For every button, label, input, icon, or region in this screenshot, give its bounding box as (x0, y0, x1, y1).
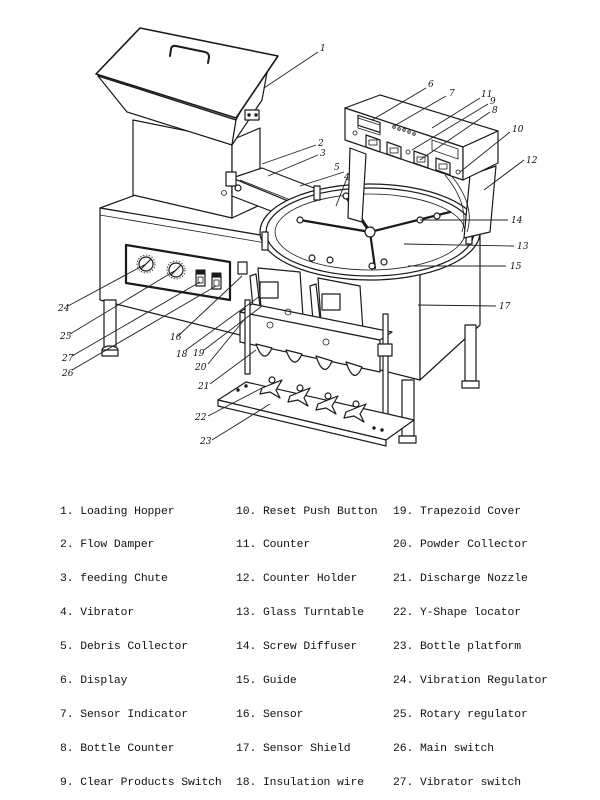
counter-holder (347, 147, 497, 239)
callout-23: 23 (199, 437, 212, 447)
callout-18: 18 (176, 350, 188, 360)
callout-24: 24 (57, 304, 70, 314)
legend-item: 13. Glass Turntable (236, 607, 364, 620)
legend-item: 1. Loading Hopper (60, 505, 175, 518)
legend-item: 24. Vibration Regulator (393, 675, 548, 688)
leader-lines (67, 51, 525, 441)
callout-6: 6 (428, 80, 434, 90)
callout-16: 16 (170, 333, 182, 343)
y-shape-locators (259, 376, 367, 423)
callout-9: 9 (490, 97, 496, 107)
legend-column-1: 1. Loading Hopper 2. Flow Damper 3. feed… (60, 484, 222, 800)
callout-17: 17 (499, 302, 511, 312)
callout-labels: 1 2 3 4 5 6 7 8 9 10 11 12 13 14 15 16 1… (57, 44, 538, 447)
legend-item: 17. Sensor Shield (236, 742, 351, 755)
legend-item: 8. Bottle Counter (60, 742, 175, 755)
legend-item: 15. Guide (236, 675, 297, 688)
callout-20: 20 (194, 363, 207, 373)
legend-item: 14. Screw Diffuser (236, 641, 358, 654)
legend-item: 26. Main switch (393, 742, 495, 755)
callout-15: 15 (510, 262, 522, 272)
callout-22: 22 (194, 413, 207, 423)
legend-item: 10. Reset Push Button (236, 505, 378, 518)
legend-item: 9. Clear Products Switch (60, 776, 222, 789)
legend-item: 27. Vibrator switch (393, 776, 521, 789)
callout-11: 11 (481, 90, 492, 100)
callout-10: 10 (512, 125, 524, 135)
callout-19: 19 (193, 349, 205, 359)
callout-21: 21 (197, 382, 209, 392)
legend-item: 23. Bottle platform (393, 641, 521, 654)
sensor-assembly (237, 261, 393, 415)
legend-item: 6. Display (60, 675, 128, 688)
loading-hopper (95, 27, 279, 146)
callout-26: 26 (61, 369, 74, 379)
legend-item: 20. Powder Collector (393, 539, 528, 552)
callout-3: 3 (320, 149, 326, 159)
legend-column-3: 19. Trapezoid Cover 20. Powder Collector… (393, 484, 548, 800)
legend-item: 22. Y-Shape locator (393, 607, 521, 620)
legend-item: 5. Debris Collector (60, 641, 188, 654)
main-switch (195, 269, 206, 287)
legend-item: 21. Discharge Nozzle (393, 573, 528, 586)
legend-item: 19. Trapezoid Cover (393, 505, 521, 518)
legend-item: 25. Rotary regulator (393, 708, 528, 721)
legend-item: 16. Sensor (236, 708, 304, 721)
legend-item: 4. Vibrator (60, 607, 135, 620)
legend-item: 7. Sensor Indicator (60, 708, 188, 721)
callout-25: 25 (59, 332, 72, 342)
legend-item: 2. Flow Damper (60, 539, 155, 552)
legend-item: 3. feeding Chute (60, 573, 168, 586)
callout-27: 27 (61, 354, 74, 364)
callout-7: 7 (449, 89, 455, 99)
bottle-platform (217, 376, 415, 447)
callout-2: 2 (317, 139, 324, 149)
machine-drawing: 1 2 3 4 5 6 7 8 9 10 11 12 13 14 15 16 1… (57, 27, 538, 447)
callout-5: 5 (334, 163, 340, 173)
legend-column-2: 10. Reset Push Button 11. Counter 12. Co… (236, 484, 378, 800)
legend-item: 18. Insulation wire (236, 776, 364, 789)
legend-item: 12. Counter Holder (236, 573, 358, 586)
callout-1: 1 (320, 44, 326, 54)
callout-13: 13 (517, 242, 529, 252)
callout-8: 8 (492, 106, 498, 116)
callout-14: 14 (511, 216, 523, 226)
counter-unit (344, 94, 499, 181)
callout-12: 12 (526, 156, 538, 166)
vibrator-switch (211, 272, 222, 290)
legend-item: 11. Counter (236, 539, 311, 552)
callout-4: 4 (343, 173, 350, 183)
